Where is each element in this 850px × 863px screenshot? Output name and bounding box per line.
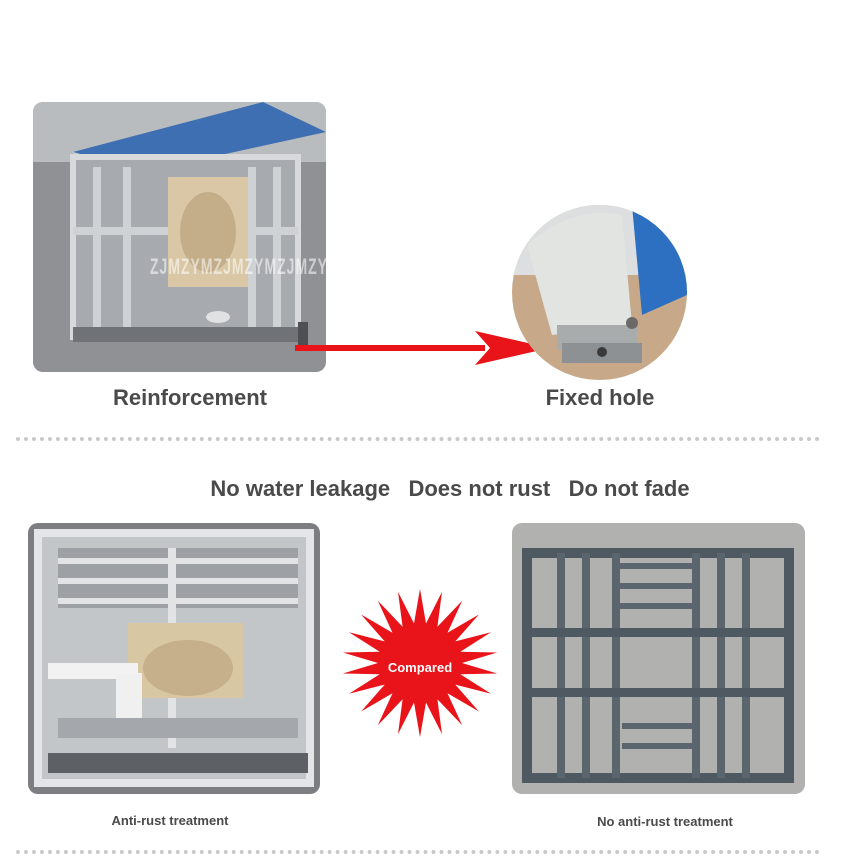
- anti-rust-caption: Anti-rust treatment: [111, 813, 229, 828]
- features-headline: No water leakage Does not rust Do not fa…: [210, 476, 690, 501]
- pointer-arrow: [295, 331, 550, 365]
- no-anti-rust-photo: [512, 523, 805, 794]
- bottom-divider: [16, 850, 820, 854]
- fixed-hole-label: Fixed hole: [545, 385, 655, 410]
- reinforcement-label: Reinforcement: [112, 385, 268, 410]
- compared-starburst: [342, 588, 498, 738]
- fixed-hole-photo: [512, 205, 687, 380]
- no-anti-rust-caption: No anti-rust treatment: [597, 814, 733, 829]
- top-divider: [16, 437, 820, 441]
- compared-label: Compared: [387, 660, 453, 675]
- watermark-text: ZJMZYMZJMZYMZJMZYM: [150, 253, 341, 279]
- reinforcement-photo: [33, 102, 326, 372]
- anti-rust-photo: [28, 523, 320, 794]
